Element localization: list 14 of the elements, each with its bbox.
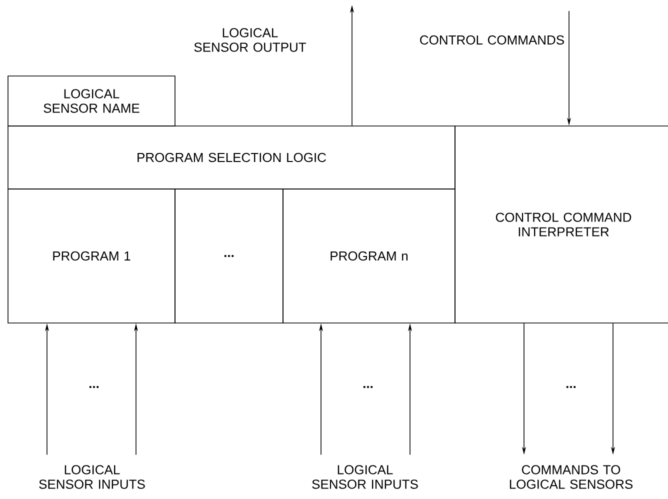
interpreter-box: CONTROL COMMAND INTERPRETER bbox=[454, 126, 668, 324]
ellipsis: ... bbox=[566, 386, 576, 388]
name-box: LOGICAL SENSOR NAME bbox=[8, 76, 176, 126]
ellipsis-cell: ... bbox=[174, 188, 284, 324]
signal-label: LOGICAL SENSOR INPUTS bbox=[39, 465, 145, 489]
output-label: LOGICAL SENSOR OUTPUT bbox=[194, 28, 306, 52]
input-label: CONTROL COMMANDS bbox=[420, 35, 564, 45]
ellipsis: ... bbox=[89, 386, 99, 388]
signal-label: LOGICAL SENSOR INPUTS bbox=[312, 465, 418, 489]
selection-logic-box: PROGRAM SELECTION LOGIC bbox=[8, 126, 456, 190]
signal-label: COMMANDS TO LOGICAL SENSORS bbox=[510, 465, 633, 489]
ellipsis: ... bbox=[363, 386, 373, 388]
program-box: PROGRAM n bbox=[282, 188, 456, 324]
program-box: PROGRAM 1 bbox=[8, 188, 176, 324]
